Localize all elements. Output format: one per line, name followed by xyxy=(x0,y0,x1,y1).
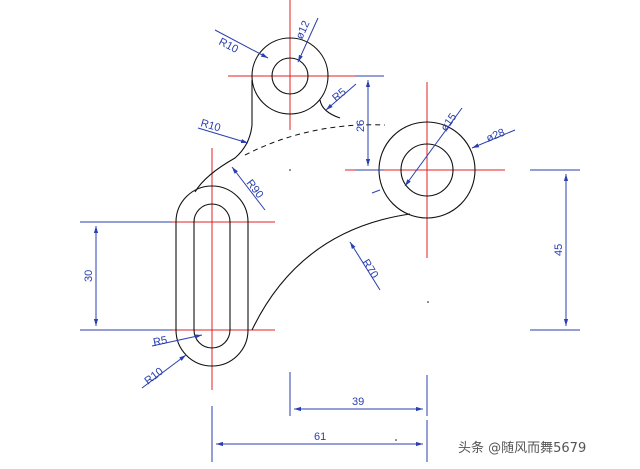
r90-leader xyxy=(231,166,266,211)
r10-slot-leader xyxy=(141,354,187,389)
top-boss-outer-circle xyxy=(251,37,329,115)
speck xyxy=(395,439,397,441)
top-hole-circle xyxy=(271,57,309,95)
dimension-labels: R10 ø12 R5 26 ø15 ø28 R10 R90 R70 30 45 … xyxy=(83,19,565,443)
right-hole-circle xyxy=(400,143,454,197)
speck xyxy=(427,301,429,303)
dia12-leader xyxy=(297,17,319,63)
r5-slot-leader xyxy=(151,334,203,347)
watermark: 头条 @随风而舞5679 xyxy=(458,440,586,456)
center-lines xyxy=(152,0,505,390)
r70-leader xyxy=(349,241,381,291)
dia28-leader-tail xyxy=(371,189,381,194)
r10-top-leader xyxy=(214,29,269,59)
label-r10-top: R10 xyxy=(217,36,240,56)
speck xyxy=(289,169,291,171)
label-r5-right: R5 xyxy=(330,86,348,104)
r5-leader xyxy=(325,83,357,111)
label-dia28: ø28 xyxy=(485,127,507,145)
label-dia15: ø15 xyxy=(439,111,460,133)
label-r70: R70 xyxy=(359,257,380,280)
dia15-leader xyxy=(404,107,463,187)
left-arm-edge xyxy=(194,80,253,193)
label-dia12: ø12 xyxy=(294,19,313,41)
label-dim45: 45 xyxy=(553,244,565,256)
label-dim39: 39 xyxy=(352,396,364,408)
label-r90: R90 xyxy=(244,177,266,200)
label-dim26: 26 xyxy=(355,120,367,132)
label-r10-left: R10 xyxy=(199,117,222,134)
r10-left-leader xyxy=(197,127,249,144)
r70-arc xyxy=(251,213,411,331)
slot-inner xyxy=(193,203,231,349)
dia28-leader xyxy=(471,129,516,149)
slot-outer xyxy=(175,185,249,367)
label-dim30: 30 xyxy=(83,270,95,282)
label-dim61: 61 xyxy=(314,431,326,443)
part-outline xyxy=(175,37,476,367)
dimensions xyxy=(80,17,580,462)
label-r10-slot: R10 xyxy=(142,365,165,387)
r5-fillet xyxy=(319,99,341,119)
label-r5-slot: R5 xyxy=(152,334,168,349)
